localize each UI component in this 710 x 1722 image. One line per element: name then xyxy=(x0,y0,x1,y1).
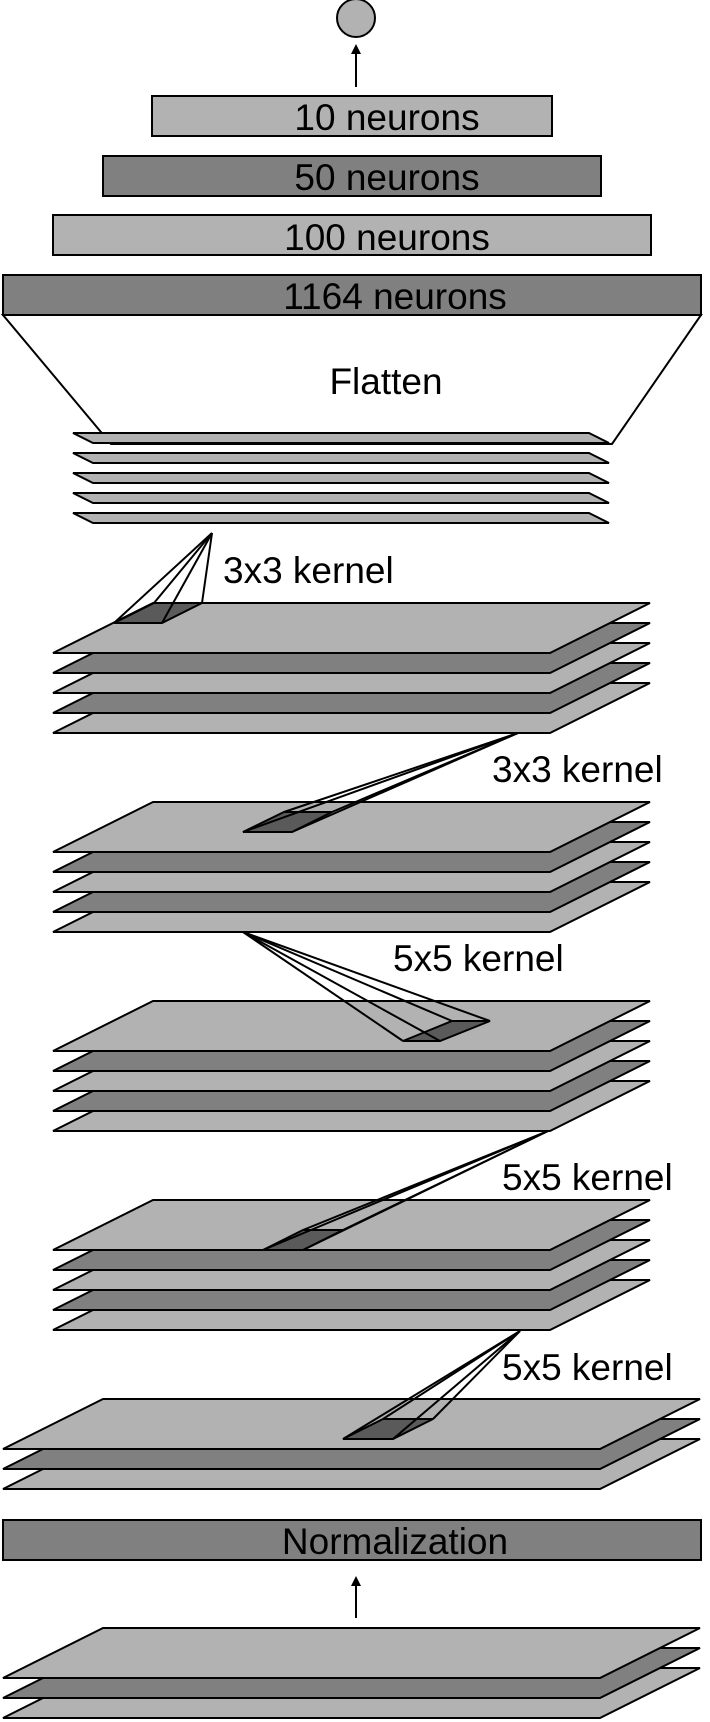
feature-map-plane xyxy=(72,432,610,444)
kernel-label: 3x3 kernel xyxy=(223,550,394,591)
kernel-line xyxy=(201,532,213,604)
flatten-label: Flatten xyxy=(329,361,442,402)
feature-map-plane xyxy=(72,452,610,464)
feature-map-stack xyxy=(72,432,610,524)
kernel-label: 5x5 kernel xyxy=(502,1157,673,1198)
dense-layer-10: 10 neurons xyxy=(151,95,553,138)
kernel-connection xyxy=(242,931,491,1042)
feature-map-plane xyxy=(72,492,610,504)
kernel-connection xyxy=(342,1330,521,1440)
kernel-line xyxy=(113,532,213,624)
kernel-line xyxy=(382,1330,521,1420)
feature-map-stack xyxy=(52,1199,651,1331)
output-arrow xyxy=(351,44,361,87)
dense-layer-label: 10 neurons xyxy=(294,97,479,138)
kernel-connections xyxy=(113,532,549,1440)
dense-layer-100: 100 neurons xyxy=(52,214,652,258)
kernel-label: 5x5 kernel xyxy=(502,1347,673,1388)
feature-map-stack xyxy=(52,801,651,933)
feature-map-stack xyxy=(2,1627,701,1719)
feature-map-plane xyxy=(72,512,610,524)
kernel-label: 5x5 kernel xyxy=(393,938,564,979)
feature-map-plane xyxy=(2,1627,701,1679)
kernel-line xyxy=(242,931,453,1022)
kernel-line xyxy=(161,532,213,624)
kernel-line xyxy=(242,931,404,1042)
feature-map-stack xyxy=(52,1000,651,1132)
output-node xyxy=(336,0,376,38)
kernel-line xyxy=(153,532,213,604)
kernel-line xyxy=(242,931,491,1022)
kernel-line xyxy=(302,1130,549,1231)
feature-map-plane xyxy=(72,472,610,484)
flatten-block: Flatten xyxy=(0,314,703,445)
feature-map-plane xyxy=(2,1398,701,1450)
kernel-line xyxy=(242,931,441,1042)
kernel-line xyxy=(432,1330,521,1420)
dense-layer-label: 100 neurons xyxy=(284,217,490,258)
dense-layer-label: 50 neurons xyxy=(294,157,479,198)
feature-map-plane xyxy=(52,801,651,853)
kernel-line xyxy=(342,1130,549,1231)
feature-map-stack xyxy=(2,1398,701,1490)
kernel-connection xyxy=(262,1130,549,1251)
kernel-label: 3x3 kernel xyxy=(492,749,663,790)
kernel-line xyxy=(392,1330,521,1440)
kernel-line xyxy=(283,732,519,813)
kernel-line xyxy=(331,732,519,813)
feature-map-plane xyxy=(52,1000,651,1052)
feature-map-stack xyxy=(52,602,651,734)
input-arrow xyxy=(351,1576,361,1618)
dense-layer-1164: 1164 neurons xyxy=(2,274,702,317)
kernel-connection xyxy=(242,732,519,833)
normalization-label: Normalization xyxy=(282,1521,508,1562)
dense-layer-label: 1164 neurons xyxy=(283,276,507,317)
feature-map-stacks xyxy=(2,432,701,1719)
normalization-block: Normalization xyxy=(2,1519,702,1562)
kernel-connection xyxy=(113,532,213,624)
dense-layer-50: 50 neurons xyxy=(102,155,602,198)
